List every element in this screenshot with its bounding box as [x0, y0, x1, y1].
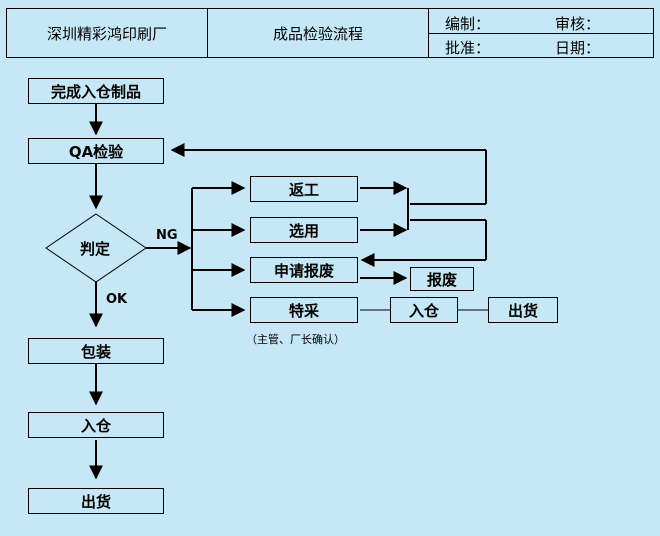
editor-label: 编制： — [445, 15, 491, 33]
finish-storage-box: 完成入仓制品 — [28, 78, 164, 104]
approver-label: 批准： — [445, 39, 491, 57]
apply-scrap-box: 申请报废 — [250, 257, 358, 283]
store-box: 入仓 — [28, 412, 164, 438]
scrap-box: 报废 — [410, 267, 474, 291]
header-table: 深圳精彩鸿印刷厂 成品检验流程 编制： 审核： 批准： 日期： — [6, 8, 654, 58]
special-store-box: 入仓 — [390, 297, 458, 323]
pack-box: 包装 — [28, 338, 164, 364]
special-ship-box: 出货 — [488, 297, 558, 323]
ok-label: OK — [106, 292, 128, 307]
rework-box: 返工 — [250, 176, 358, 202]
judge-diamond — [45, 213, 147, 283]
page-title: 成品检验流程 — [272, 24, 363, 43]
special-accept-box: 特采 — [250, 297, 358, 323]
header-divider — [207, 9, 208, 57]
ng-label: NG — [156, 228, 178, 243]
select-use-box: 选用 — [250, 217, 358, 243]
ship-box: 出货 — [28, 488, 164, 514]
date-label: 日期： — [555, 39, 601, 57]
special-accept-note: （主管、厂长确认） — [246, 333, 345, 346]
reviewer-label: 审核： — [555, 15, 601, 33]
company-name: 深圳精彩鸿印刷厂 — [46, 24, 167, 43]
qa-check-box: QA检验 — [28, 138, 164, 164]
judge-label: 判定 — [80, 240, 111, 258]
header-row-divider — [428, 33, 654, 34]
